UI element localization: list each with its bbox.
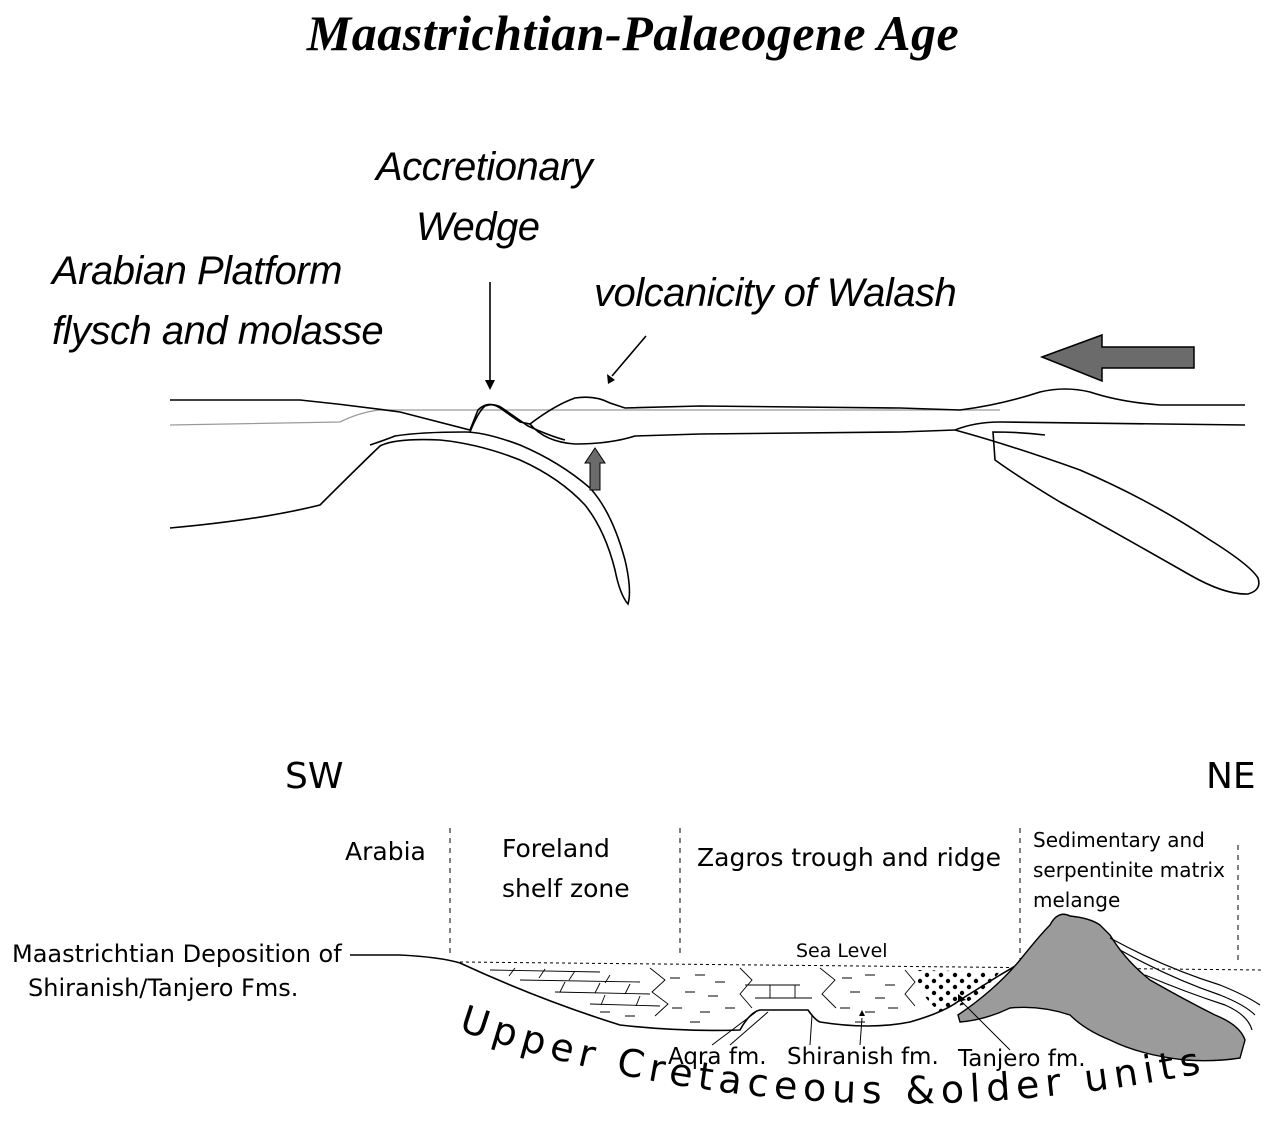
magma-ascent-arrow (585, 448, 605, 490)
volcanicity-pointer-head (607, 374, 615, 384)
accretionary-pointer-head (485, 380, 495, 390)
eastern-plate-surface (955, 422, 1245, 430)
deposition-leader-line (350, 955, 460, 963)
shiranish-leader-1 (810, 1015, 812, 1045)
upper-cross-section (170, 389, 1259, 604)
upper-sea-level-line (170, 410, 1000, 425)
volcanicity-pointer-arrow (612, 336, 646, 376)
subducting-slab-east (955, 430, 1259, 594)
melange-body (958, 914, 1245, 1060)
sea-level-line (460, 962, 1262, 970)
lower-cross-section: Upper Cretaceous &older units (350, 828, 1262, 1113)
plate-motion-arrow (1042, 335, 1194, 381)
volcanic-lens-base (530, 424, 955, 444)
subducting-slab-west (170, 432, 629, 604)
